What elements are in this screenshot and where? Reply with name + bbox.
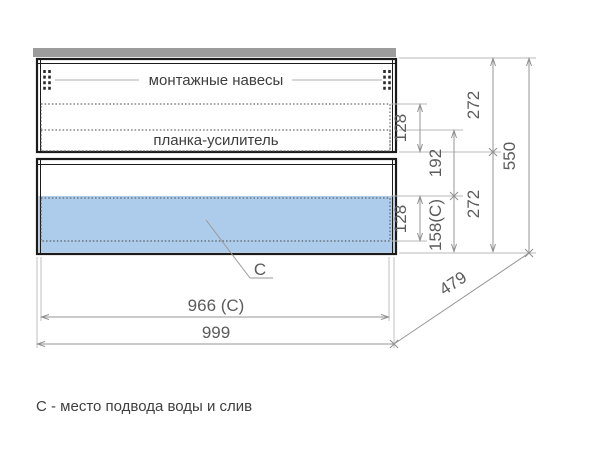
dim-966-label: 966 (С) (188, 296, 245, 315)
mounting-label: монтажные навесы (149, 72, 284, 89)
dimensions-right: 128 128 192 158(С) 272 272 (391, 56, 536, 254)
dim-192-label: 192 (426, 149, 445, 177)
dim-272-bottom-label: 272 (464, 190, 483, 218)
mounting-bracket-left-icon (43, 70, 51, 91)
upper-section-inner-lines (38, 59, 395, 152)
cabinet-lower-section (35, 157, 398, 256)
dim-272-272: 272 272 (464, 56, 498, 254)
zone-label: С (254, 260, 266, 279)
dim-272-top-label: 272 (464, 91, 483, 119)
dim-192-158: 192 158(С) (426, 128, 459, 254)
mounting-bracket-right-icon (383, 70, 391, 91)
water-zone-area (38, 196, 395, 253)
dim-550: 550 (500, 56, 532, 253)
dim-999-label: 999 (202, 323, 230, 342)
dimensions-bottom: 966 (С) 999 479 (35, 248, 534, 349)
drawing-note: С - место подвода воды и слив (36, 398, 252, 415)
reinforcement-plank-band (40, 129, 391, 152)
dim-999: 999 (35, 323, 399, 349)
dim-550-label: 550 (500, 142, 519, 170)
cabinet-upper-section (35, 57, 398, 154)
zone-leader (205, 219, 273, 279)
plank-label: планка-усилитель (153, 132, 278, 149)
dim-inset-top-128-label: 128 (391, 114, 410, 142)
dim-inset-bottom-128-label: 128 (391, 205, 410, 233)
dim-966: 966 (С) (39, 296, 391, 320)
countertop (33, 48, 396, 57)
dim-158c-label: 158(С) (426, 199, 445, 251)
water-zone-outline (40, 197, 391, 242)
dim-inset-top-128: 128 (391, 102, 423, 154)
dim-479: 479 (393, 248, 534, 345)
dim-inset-bottom-128: 128 (391, 194, 423, 243)
cabinet-front-view: монтажные навесы планка-усилитель С (33, 48, 398, 279)
extension-lines-right (391, 57, 536, 254)
dim-479-label: 479 (436, 268, 470, 299)
extension-lines-bottom (36, 257, 395, 348)
